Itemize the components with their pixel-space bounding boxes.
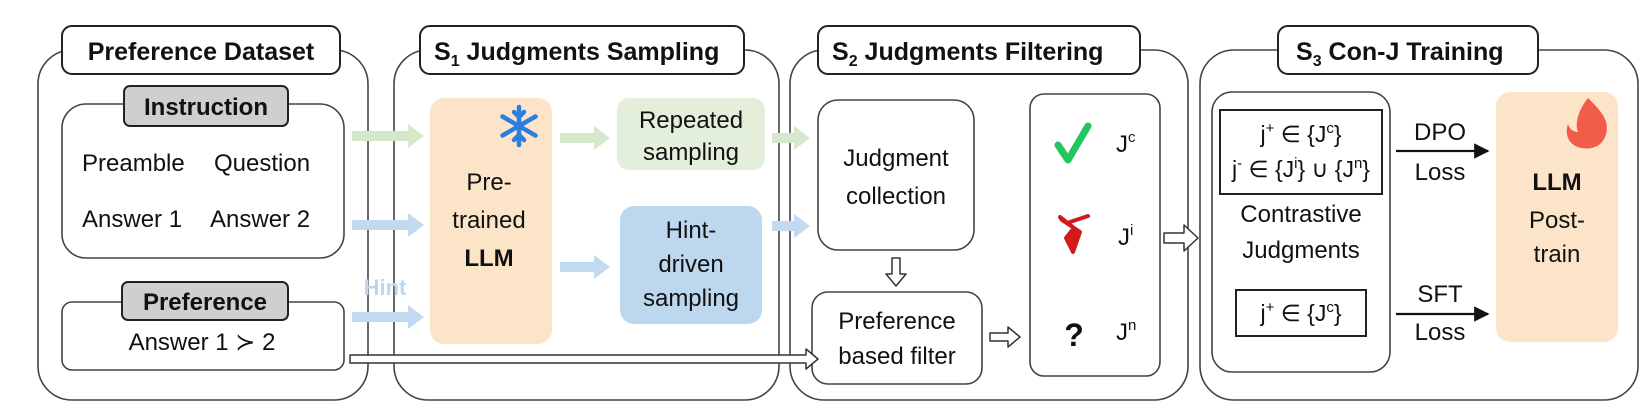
blue-arrow-4 xyxy=(772,214,810,238)
answer1-text: Answer 1 xyxy=(82,206,182,233)
sft-label-line1: SFT xyxy=(1417,281,1463,308)
sft-label-line2: Loss xyxy=(1415,319,1466,346)
question-text: Question xyxy=(214,150,310,177)
blue-arrows xyxy=(352,213,810,329)
check-icon xyxy=(1054,122,1092,164)
hint-driven-line2: driven xyxy=(658,251,723,278)
panel-title-dataset: Preference Dataset xyxy=(88,38,315,66)
panel-judgments-sampling: S1 Judgments Sampling Pre- trained LLM R… xyxy=(393,25,780,401)
panel-title-training: S3 Con-J Training xyxy=(1296,38,1504,70)
hollow-arrows xyxy=(349,224,1199,370)
hint-driven-line1: Hint- xyxy=(666,217,717,244)
equation-positive: j+ ∈ {Jc} xyxy=(1259,120,1341,147)
pretrained-llm-line3: LLM xyxy=(464,245,513,272)
collection-to-filter-arrow xyxy=(885,257,907,287)
preference-to-filter-arrow xyxy=(349,348,819,370)
sft-equation-box xyxy=(1235,289,1367,337)
question-icon: ? xyxy=(1064,317,1084,353)
snowflake-icon xyxy=(500,104,538,148)
contrastive-line1: Contrastive xyxy=(1240,201,1361,228)
filter-to-categories-arrow xyxy=(989,326,1021,348)
green-arrow-3 xyxy=(772,126,810,150)
green-arrows xyxy=(352,124,810,150)
preference-label-box xyxy=(121,281,289,321)
panel-judgments-filtering: S2 Judgments Filtering Judgment collecti… xyxy=(789,25,1189,401)
pretrained-llm-line2: trained xyxy=(452,207,525,234)
filtering-to-training-arrow xyxy=(1163,224,1199,252)
judgment-collection-line2: collection xyxy=(846,183,946,210)
pretrained-llm-line1: Pre- xyxy=(466,169,511,196)
cross-icon xyxy=(1058,214,1090,254)
panel-title-sampling: S1 Judgments Sampling xyxy=(434,38,719,70)
preamble-text: Preamble xyxy=(82,150,185,177)
repeated-sampling-line2: sampling xyxy=(643,139,739,166)
preference-label: Preference xyxy=(143,289,267,316)
hint-label: Hint xyxy=(364,275,407,300)
instruction-box xyxy=(61,103,345,259)
preference-value: Answer 1 ≻ 2 xyxy=(129,329,276,356)
equation-negative: j- ∈ {Ji} ∪ {Jn} xyxy=(1231,155,1370,182)
hint-driven-sampling-box xyxy=(620,206,762,324)
label-jn: Jn xyxy=(1116,317,1136,346)
llm-posttrain-line3: train xyxy=(1534,241,1581,268)
repeated-sampling-box xyxy=(617,98,765,170)
contrastive-line2: Judgments xyxy=(1242,237,1359,264)
panel-conj-training: S3 Con-J Training j+ ∈ {Jc} j- ∈ {Ji} ∪ … xyxy=(1199,25,1639,401)
blue-arrow-1 xyxy=(352,213,424,237)
judgment-collection-line1: Judgment xyxy=(843,145,949,172)
judgment-categories-box xyxy=(1029,93,1161,377)
instruction-label: Instruction xyxy=(144,94,268,121)
pretrained-llm-box xyxy=(430,98,552,344)
llm-posttrain-box xyxy=(1496,92,1618,342)
llm-posttrain-line2: Post- xyxy=(1529,207,1585,234)
instruction-label-box xyxy=(123,85,289,127)
green-arrow-2 xyxy=(560,126,610,150)
preference-filter-line1: Preference xyxy=(838,308,955,335)
panel-title-filtering: S2 Judgments Filtering xyxy=(832,38,1103,70)
judgment-collection-box xyxy=(817,99,975,251)
flame-icon xyxy=(1566,98,1607,149)
preference-filter-line2: based filter xyxy=(838,343,955,370)
llm-posttrain-line1: LLM xyxy=(1532,169,1581,196)
blue-arrow-2 xyxy=(352,305,424,329)
green-arrow-1 xyxy=(352,124,424,148)
contrastive-equations-box xyxy=(1219,109,1383,195)
dpo-label-line2: Loss xyxy=(1415,159,1466,186)
repeated-sampling-line1: Repeated xyxy=(639,107,743,134)
label-ji: Ji xyxy=(1118,222,1133,251)
dpo-label-line1: DPO xyxy=(1414,119,1466,146)
hint-driven-line3: sampling xyxy=(643,285,739,312)
answer2-text: Answer 2 xyxy=(210,206,310,233)
panel-preference-dataset: Preference Dataset Instruction Preamble … xyxy=(37,25,369,401)
equation-sft: j+ ∈ {Jc} xyxy=(1259,299,1341,326)
blue-arrow-3 xyxy=(560,255,610,279)
preference-filter-box xyxy=(811,291,983,385)
label-jc: Jc xyxy=(1116,129,1136,158)
